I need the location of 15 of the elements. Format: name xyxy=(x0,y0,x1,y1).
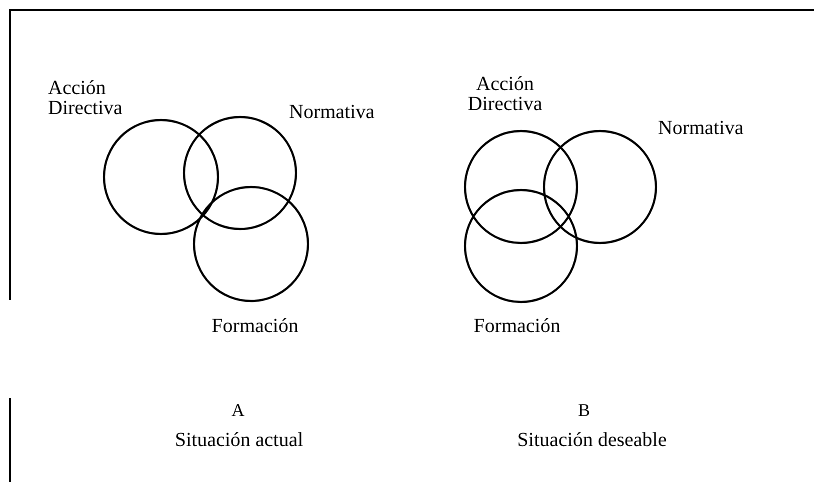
panel-caption: Situación actual xyxy=(174,428,304,452)
circle xyxy=(192,185,310,303)
panel-letter: A xyxy=(232,400,244,422)
circle xyxy=(542,129,658,245)
circle-label: Normativa xyxy=(289,102,376,122)
circle-label: Formación xyxy=(210,316,300,336)
circle xyxy=(102,118,220,236)
circle-label: Normativa xyxy=(658,118,745,138)
circle xyxy=(463,129,579,245)
panel-letter: B xyxy=(578,400,590,422)
circle-label: Acción Directiva xyxy=(466,74,544,114)
panel-caption: Situación deseable xyxy=(517,428,667,452)
circle-label: Acción Directiva xyxy=(48,78,124,118)
circle-label: Formación xyxy=(472,316,562,336)
circle xyxy=(463,188,579,304)
